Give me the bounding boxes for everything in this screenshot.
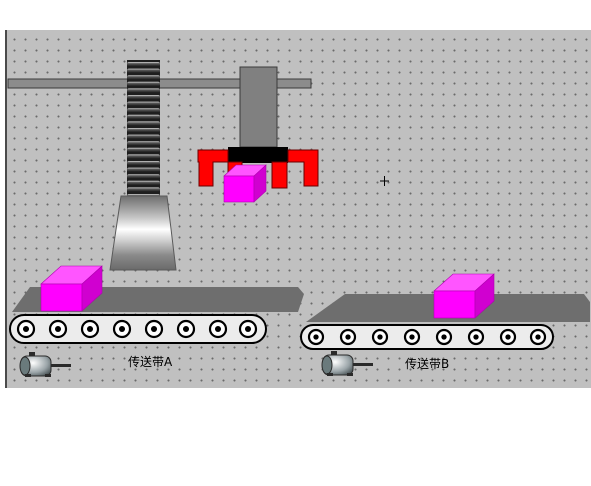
conveyor-roller: [371, 328, 389, 346]
gripper-claw-right[interactable]: [271, 149, 319, 189]
coil-ring: [127, 134, 160, 139]
conveyor-roller: [48, 319, 68, 339]
conveyor-roller: [176, 319, 196, 339]
conveyor-roller: [112, 319, 132, 339]
coil-ring: [127, 68, 160, 73]
coil-ring: [127, 141, 160, 146]
conveyor-roller: [403, 328, 421, 346]
coil-ring: [127, 95, 160, 100]
coil-ring: [127, 174, 160, 179]
motor-icon[interactable]: [321, 351, 373, 376]
coil-ring: [127, 101, 160, 106]
conveyor-roller: [208, 319, 228, 339]
crosshair-icon: [380, 176, 389, 186]
coil-ring: [127, 167, 160, 172]
box-on-conveyor-a: [40, 265, 103, 312]
coil-ring: [127, 88, 160, 93]
coil-ring: [127, 128, 160, 133]
coil-ring: [127, 75, 160, 80]
coil-ring: [127, 147, 160, 153]
conveyor-roller: [467, 328, 485, 346]
box-on-conveyor-b: [433, 273, 495, 319]
coil-ring: [127, 187, 160, 192]
conveyor-roller: [307, 328, 325, 346]
coil-ring: [127, 180, 160, 186]
conveyor-roller: [16, 319, 36, 339]
conveyor-b-label: 传送带B: [405, 357, 450, 371]
coil-ring: [127, 108, 160, 113]
conveyor-roller: [529, 328, 547, 346]
conveyor-b[interactable]: [300, 294, 590, 350]
gripper-arm: [228, 66, 288, 163]
coil-ring: [127, 62, 160, 67]
coil-ring: [127, 81, 160, 87]
conveyor-roller: [238, 319, 258, 339]
conveyor-roller: [80, 319, 100, 339]
canvas-left-border: [5, 30, 7, 388]
conveyor-a-label: 传送带A: [128, 355, 173, 369]
coil-ring: [127, 161, 160, 166]
conveyor-roller: [435, 328, 453, 346]
conveyor-roller: [339, 328, 357, 346]
conveyor-roller: [144, 319, 164, 339]
conveyor-roller: [499, 328, 517, 346]
spring-column: [127, 60, 160, 199]
box-gripped: [223, 164, 267, 203]
hopper-nozzle: [109, 195, 177, 271]
coil-ring: [127, 121, 160, 126]
coil-ring: [127, 154, 160, 159]
motor-icon[interactable]: [19, 352, 71, 377]
coil-ring: [127, 114, 160, 120]
